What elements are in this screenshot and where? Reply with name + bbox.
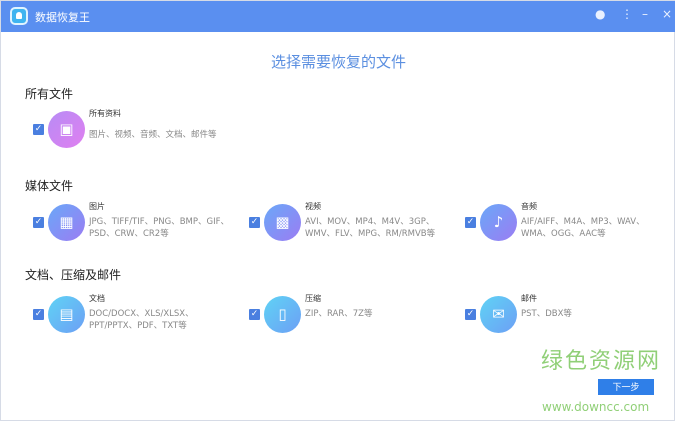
option-name: 视频 — [305, 202, 321, 211]
checkbox[interactable]: ✓ — [249, 217, 260, 228]
film-icon: ▩ — [264, 204, 301, 241]
option-name: 压缩 — [305, 294, 321, 303]
zip-icon: ▯ — [264, 296, 301, 333]
option-desc: ZIP、RAR、7Z等 — [305, 309, 373, 319]
page-title: 选择需要恢复的文件 — [270, 53, 406, 71]
option-name: 文档 — [89, 294, 105, 303]
section-docs-archives-mail: 文档、压缩及邮件 — [25, 268, 122, 282]
option-desc: DOC/DOCX、XLS/XLSX、PPT/PPTX、PDF、TXT等 — [89, 309, 194, 331]
checkbox[interactable]: ✓ — [465, 309, 476, 320]
next-button[interactable]: 下一步 — [598, 379, 654, 395]
option-documents[interactable]: ✓ ▤ 文档 DOC/DOCX、XLS/XLSX、PPT/PPTX、PDF、TX… — [33, 294, 233, 336]
close-button[interactable]: × — [662, 7, 673, 21]
option-all-data[interactable]: ✓ ▣ 所有资料 图片、视频、音频、文档、邮件等 — [33, 109, 233, 151]
watermark-url: www.downcc.com — [542, 400, 650, 414]
option-images[interactable]: ✓ ▦ 图片 JPG、TIFF/TIF、PNG、BMP、GIF、PSD、CRW、… — [33, 202, 233, 244]
more-vertical-icon[interactable]: ⋮ — [621, 7, 633, 21]
option-audio[interactable]: ✓ ♪ 音频 AIF/AIFF、M4A、MP3、WAV、WMA、OGG、AAC等 — [465, 202, 665, 244]
music-icon: ♪ — [480, 204, 517, 241]
option-name: 所有资料 — [89, 109, 121, 118]
option-archives[interactable]: ✓ ▯ 压缩 ZIP、RAR、7Z等 — [249, 294, 449, 336]
checkbox[interactable]: ✓ — [33, 217, 44, 228]
option-video[interactable]: ✓ ▩ 视频 AVI、MOV、MP4、M4V、3GP、WMV、FLV、MPG、R… — [249, 202, 449, 244]
option-desc: 图片、视频、音频、文档、邮件等 — [89, 130, 217, 140]
mail-icon: ✉ — [480, 296, 517, 333]
option-desc: AIF/AIFF、M4A、MP3、WAV、WMA、OGG、AAC等 — [521, 217, 645, 239]
image-icon: ▦ — [48, 204, 85, 241]
option-name: 邮件 — [521, 294, 537, 303]
section-all-files: 所有文件 — [25, 87, 74, 101]
app-logo-icon — [10, 7, 28, 25]
option-mail[interactable]: ✓ ✉ 邮件 PST、DBX等 — [465, 294, 665, 336]
option-name: 图片 — [89, 202, 105, 211]
option-desc: PST、DBX等 — [521, 309, 572, 319]
checkbox[interactable]: ✓ — [33, 124, 44, 135]
checkbox[interactable]: ✓ — [465, 217, 476, 228]
checkbox[interactable]: ✓ — [33, 309, 44, 320]
minimize-button[interactable]: – — [642, 7, 648, 21]
option-name: 音频 — [521, 202, 537, 211]
title-bar: 数据恢复王 ● ⋮ – × — [1, 1, 675, 32]
option-desc: AVI、MOV、MP4、M4V、3GP、WMV、FLV、MPG、RM/RMVB等 — [305, 217, 436, 239]
document-icon: ▤ — [48, 296, 85, 333]
user-icon[interactable]: ● — [595, 7, 606, 21]
monitor-icon: ▣ — [48, 111, 85, 148]
watermark: 绿色资源网 — [541, 349, 662, 374]
app-title: 数据恢复王 — [35, 11, 90, 24]
checkbox[interactable]: ✓ — [249, 309, 260, 320]
option-desc: JPG、TIFF/TIF、PNG、BMP、GIF、PSD、CRW、CR2等 — [89, 217, 229, 239]
section-media-files: 媒体文件 — [25, 179, 74, 193]
